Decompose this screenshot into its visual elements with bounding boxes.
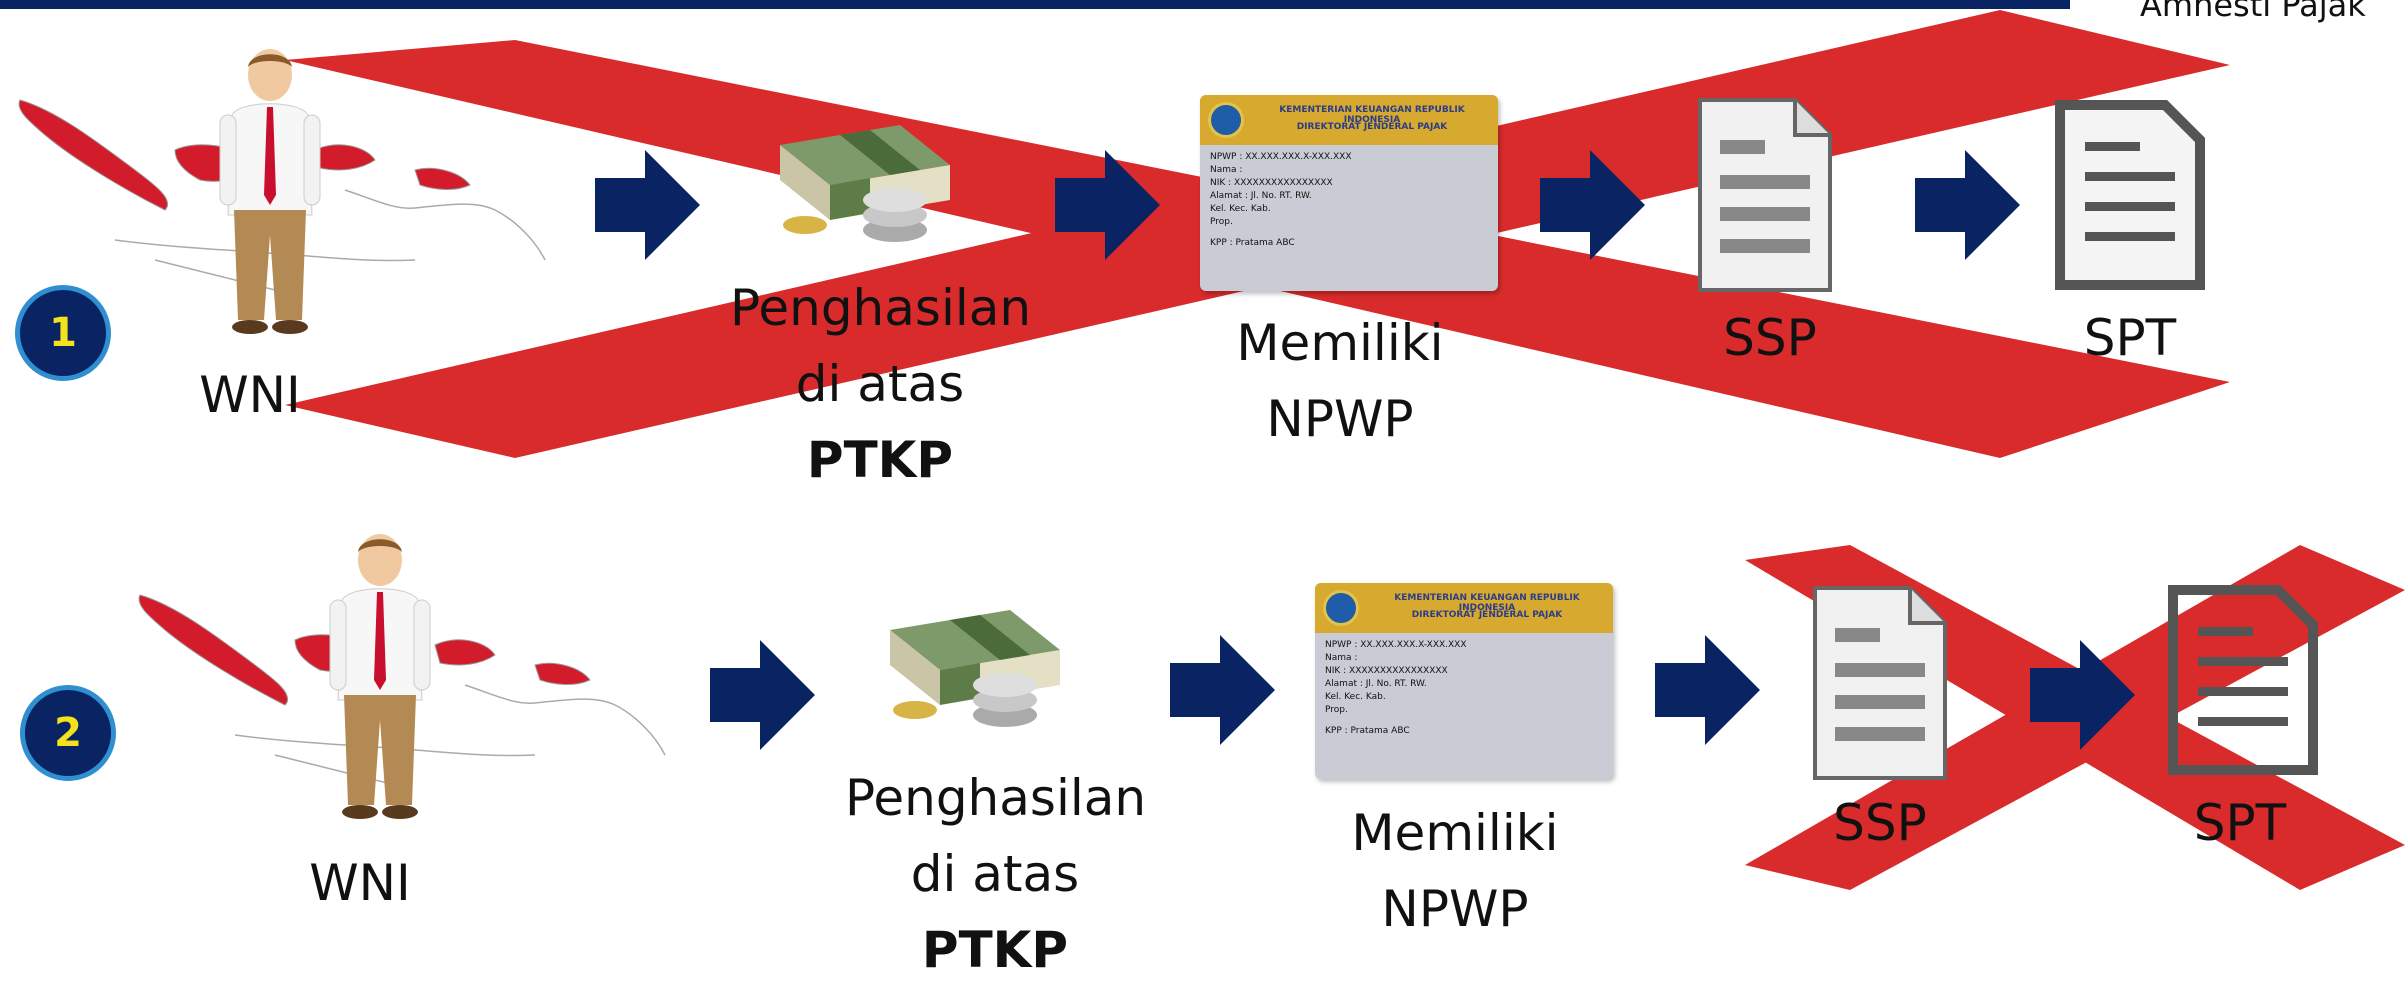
money-stack-icon: [890, 610, 1060, 727]
document-icon: [2055, 100, 2205, 290]
arrow-right-icon: [1170, 635, 1275, 745]
indonesia-map-icon: [18, 99, 546, 291]
income-line1: Penghasilan: [730, 279, 1032, 337]
arrow-right-icon: [710, 640, 815, 750]
income-ptkp: PTKP: [921, 921, 1069, 979]
income-label: Penghasilan di atas PTKP: [730, 270, 1032, 498]
arrow-right-icon: [1540, 150, 1645, 260]
top-bar: [0, 0, 2070, 9]
step-badge-2: 2: [20, 685, 116, 781]
npwp-line2: NPWP: [1381, 880, 1529, 938]
wni-label: WNI: [309, 854, 411, 912]
arrow-right-icon: [1915, 150, 2020, 260]
spt-label: SPT: [2193, 794, 2287, 852]
income-label: Penghasilan di atas PTKP: [845, 760, 1147, 988]
document-icon: [1813, 586, 1947, 780]
arrow-right-icon: [1655, 635, 1760, 745]
npwp-card-icon: KEMENTERIAN KEUANGAN REPUBLIK INDONESIA …: [1315, 583, 1613, 779]
person-icon: [329, 534, 431, 819]
corner-title: Amnesti Pajak: [2140, 0, 2366, 24]
arrow-right-icon: [2030, 640, 2135, 750]
ssp-label: SSP: [1833, 794, 1927, 852]
npwp-line2: NPWP: [1266, 390, 1414, 448]
money-stack-icon: [780, 125, 950, 242]
document-icon: [2168, 585, 2318, 775]
wni-label: WNI: [199, 366, 301, 424]
income-line1: Penghasilan: [845, 769, 1147, 827]
spt-label: SPT: [2083, 309, 2177, 367]
npwp-card-icon: KEMENTERIAN KEUANGAN REPUBLIK INDONESIA …: [1200, 95, 1498, 291]
npwp-line1: Memiliki: [1236, 314, 1444, 372]
income-ptkp: PTKP: [806, 431, 954, 489]
ssp-label: SSP: [1723, 309, 1817, 367]
arrow-right-icon: [1055, 150, 1160, 260]
income-line2: di atas: [795, 355, 965, 413]
step-badge-1: 1: [15, 285, 111, 381]
arrow-right-icon: [595, 150, 700, 260]
npwp-line1: Memiliki: [1351, 804, 1559, 862]
income-line2: di atas: [910, 845, 1080, 903]
person-icon: [219, 49, 321, 334]
npwp-label: Memiliki NPWP: [1220, 305, 1460, 457]
npwp-label: Memiliki NPWP: [1335, 795, 1575, 947]
document-icon: [1698, 98, 1832, 292]
